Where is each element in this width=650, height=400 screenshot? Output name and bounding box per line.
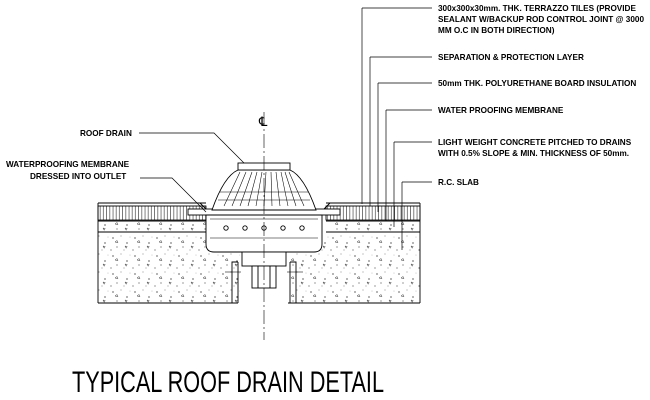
label-membrane-outlet: WATERPROOFING MEMBRANE DRESSED INTO OUTL… (6, 160, 130, 181)
svg-text:MM O.C IN BOTH DIRECTION): MM O.C IN BOTH DIRECTION) (438, 26, 555, 35)
drawing-title: TYPICAL ROOF DRAIN DETAIL (72, 366, 384, 399)
left-leaders (139, 132, 245, 213)
centerline-symbol: ℄ (258, 114, 268, 129)
svg-text:LIGHT WEIGHT CONCRETE PITCHED: LIGHT WEIGHT CONCRETE PITCHED TO DRAINS (438, 138, 632, 147)
label-separation-layer: SEPARATION & PROTECTION LAYER (438, 53, 584, 62)
label-terrazzo-tiles: 300x300x30mm. THK. TERRAZZO TILES (PROVI… (438, 4, 644, 35)
svg-text:SEALANT W/BACKUP ROD CONTROL J: SEALANT W/BACKUP ROD CONTROL JOINT @ 300… (438, 15, 644, 24)
right-leaders (361, 7, 432, 250)
left-roof-layers (97, 202, 240, 304)
label-insulation: 50mm THK. POLYURETHANE BOARD INSULATION (438, 79, 636, 88)
label-waterproofing-membrane: WATER PROOFING MEMBRANE (438, 106, 564, 115)
centerline: ℄ (258, 112, 268, 340)
svg-text:300x300x30mm. THK. TERRAZZO TI: 300x300x30mm. THK. TERRAZZO TILES (PROVI… (438, 4, 636, 13)
label-roof-drain: ROOF DRAIN (80, 129, 132, 138)
label-lightweight-concrete: LIGHT WEIGHT CONCRETE PITCHED TO DRAINS … (438, 138, 632, 158)
label-rc-slab: R.C. SLAB (438, 178, 479, 187)
right-roof-layers (288, 202, 421, 304)
svg-text:WATERPROOFING MEMBRANE: WATERPROOFING MEMBRANE (6, 160, 130, 169)
svg-text:DRESSED INTO OUTLET: DRESSED INTO OUTLET (30, 172, 126, 181)
svg-text:WITH 0.5% SLOPE & MIN. THICKNE: WITH 0.5% SLOPE & MIN. THICKNESS OF 50mm… (438, 149, 629, 158)
